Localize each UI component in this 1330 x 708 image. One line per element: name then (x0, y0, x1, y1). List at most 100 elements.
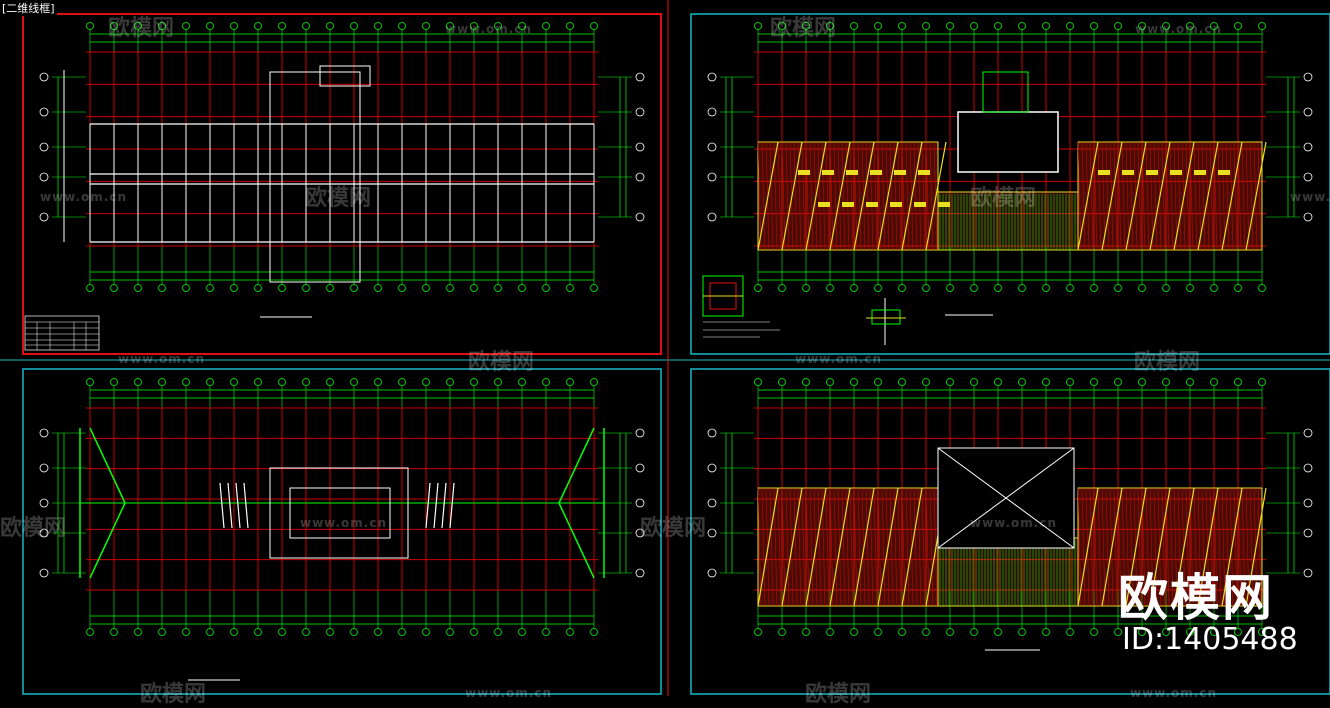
hatch-line (1173, 141, 1178, 251)
hatch-line (1113, 487, 1118, 607)
opening-cross (937, 447, 1075, 549)
axis-bubble (542, 628, 550, 636)
hatch-line (1097, 487, 1102, 607)
axis-bubble (1114, 628, 1122, 636)
core-top (319, 65, 371, 87)
beam-tag (1194, 170, 1206, 175)
axis-bubble (1258, 22, 1266, 30)
hatch-line (881, 487, 886, 607)
hatch-line (817, 487, 822, 607)
axis-bubble (970, 284, 978, 292)
axis-bubble (994, 22, 1002, 30)
axis-bubble (1234, 22, 1242, 30)
axis-bubble (1234, 628, 1242, 636)
hatch-line (901, 487, 906, 607)
hatch-line (1185, 487, 1190, 607)
axis-bubble (970, 628, 978, 636)
viewport-frame-bottom-left[interactable] (22, 368, 662, 695)
axis-bubble (518, 284, 526, 292)
hatch-line (1137, 487, 1142, 607)
hatch-line (777, 487, 782, 607)
axis-bubble (134, 628, 142, 636)
axis-bubble-side (707, 568, 717, 578)
hatch-line (781, 487, 786, 607)
hatch-line (853, 141, 858, 251)
slab-diagonal (757, 141, 779, 251)
hatch-line (1137, 141, 1142, 251)
axis-bubble (158, 628, 166, 636)
axis-bubble (86, 378, 94, 386)
axis-bubble (1162, 378, 1170, 386)
axis-bubble (850, 284, 858, 292)
beam-tag (1170, 170, 1182, 175)
axis-bubble-side (1303, 428, 1313, 438)
axis-bubble-side (635, 212, 645, 222)
axis-bubble (230, 378, 238, 386)
hatch-line (825, 487, 830, 607)
axis-bubble-side (707, 463, 717, 473)
hatch-line (877, 141, 882, 251)
beam-tag (918, 170, 930, 175)
viewport-mode-label[interactable]: [二维线框] (0, 0, 57, 16)
hatch-line (1105, 487, 1110, 607)
viewport-frame-top-left[interactable] (22, 13, 662, 355)
axis-bubble (494, 378, 502, 386)
axis-bubble (946, 284, 954, 292)
hatch-line (1097, 141, 1102, 251)
beam-tag (798, 170, 810, 175)
hatch-line (1249, 141, 1254, 251)
viewport-frame-bottom-right[interactable] (690, 368, 1330, 695)
axis-bubble (158, 22, 166, 30)
axis-bubble-side (1303, 212, 1313, 222)
axis-bubble (518, 628, 526, 636)
axis-bubble (494, 284, 502, 292)
hatch-line (1125, 487, 1130, 607)
axis-bubble (1090, 628, 1098, 636)
axis-bubble (1210, 284, 1218, 292)
slab-diagonal (1173, 487, 1195, 607)
beam-tag (1146, 170, 1158, 175)
hatch-line (1241, 487, 1246, 607)
hatch-line (1153, 487, 1158, 607)
axis-bubble (134, 378, 142, 386)
axis-bubble (1234, 378, 1242, 386)
axis-bubble (1258, 628, 1266, 636)
slab-region (757, 141, 939, 251)
axis-bubble (1162, 22, 1170, 30)
hatch-line (1101, 141, 1106, 251)
hatch-line (1161, 487, 1166, 607)
axis-bubble-side (635, 568, 645, 578)
hatch-line (841, 487, 846, 607)
beam-tag (1218, 170, 1230, 175)
axis-bubble (206, 22, 214, 30)
axis-bubble (802, 284, 810, 292)
axis-bubble (1018, 284, 1026, 292)
axis-bubble (922, 284, 930, 292)
axis-bubble-side (635, 428, 645, 438)
axis-bubble-side (707, 172, 717, 182)
axis-bubble (850, 628, 858, 636)
axis-bubble (110, 284, 118, 292)
hatch-line (925, 487, 930, 607)
slab-diagonal (1077, 141, 1099, 251)
axis-bubble (182, 22, 190, 30)
viewport-frame-top-right[interactable] (690, 13, 1330, 355)
axis-bubble (302, 284, 310, 292)
hatch-line (1197, 487, 1202, 607)
axis-bubble (1138, 628, 1146, 636)
axis-bubble (422, 628, 430, 636)
axis-bubble (898, 284, 906, 292)
axis-bubble (1138, 284, 1146, 292)
hatch-line (1077, 487, 1082, 607)
roof-hip (558, 502, 595, 579)
axis-bubble-side (39, 172, 49, 182)
axis-bubble (1210, 628, 1218, 636)
axis-bubble (946, 628, 954, 636)
hatch-line (1217, 141, 1222, 251)
slab-diagonal (1173, 141, 1195, 251)
slab-diagonal (901, 487, 923, 607)
axis-bubble (398, 284, 406, 292)
axis-bubble-side (1303, 142, 1313, 152)
axis-bubble (946, 378, 954, 386)
